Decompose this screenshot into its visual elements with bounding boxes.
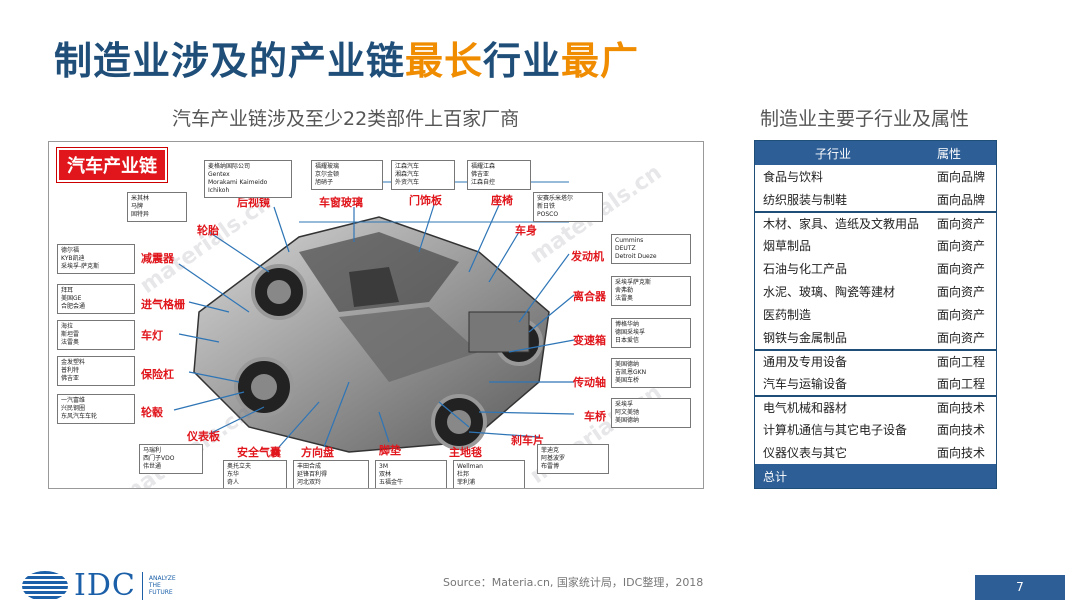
part-label: 保险杠 bbox=[141, 368, 174, 381]
diagram-subtitle: 汽车产业链涉及至少22类部件上百家厂商 bbox=[172, 108, 520, 130]
supplier-list: 江森汽车湘森汽车外资汽车 bbox=[391, 160, 455, 190]
part-label: 仪表板 bbox=[187, 430, 220, 443]
part-label: 脚垫 bbox=[379, 444, 401, 457]
page-number: 7 bbox=[975, 575, 1065, 600]
part-label: 车身 bbox=[515, 224, 537, 237]
table-row: 纺织服装与制鞋面向品牌 bbox=[763, 193, 986, 207]
car-cutaway-illustration bbox=[173, 181, 575, 453]
supplier-list: 一汽富维兴民钢圈东风汽车车轮 bbox=[57, 394, 135, 424]
idc-logo: IDC ANALYZE THE FUTURE bbox=[22, 568, 193, 603]
supplier-list: 丰田合成延锋百利得河北双羚 bbox=[293, 460, 369, 488]
supplier-list: 菲迪克阿基波罗布雷博 bbox=[537, 444, 609, 474]
part-label: 发动机 bbox=[571, 250, 604, 263]
table-row: 水泥、玻璃、陶瓷等建材面向资产 bbox=[763, 285, 986, 299]
table-row: 通用及专用设备面向工程 bbox=[755, 349, 996, 372]
diagram-badge: 汽车产业链 bbox=[57, 148, 167, 182]
table-row: 医药制造面向资产 bbox=[763, 308, 986, 322]
column-header: 子行业 bbox=[815, 146, 852, 161]
part-label: 轮毂 bbox=[141, 406, 163, 419]
supplier-list: 采埃孚萨克斯舍弗勒法雷奥 bbox=[611, 276, 691, 306]
part-label: 车窗玻璃 bbox=[319, 196, 363, 209]
supplier-list: 奥托立夫东华奇人 bbox=[223, 460, 287, 488]
part-label: 减震器 bbox=[141, 252, 174, 265]
part-label: 座椅 bbox=[491, 194, 513, 207]
table-header: 子行业 属性 bbox=[755, 141, 996, 165]
part-label: 车桥 bbox=[584, 410, 606, 423]
table-row: 木材、家具、造纸及文教用品面向资产 bbox=[755, 211, 996, 234]
logo-tagline: ANALYZE THE FUTURE bbox=[148, 575, 176, 596]
supplier-list: 金发塑料普利特佛吉亚 bbox=[57, 356, 135, 386]
table-row: 食品与饮料面向品牌 bbox=[763, 170, 986, 184]
part-label: 后视镜 bbox=[237, 196, 270, 209]
globe-icon bbox=[22, 570, 68, 601]
table-row: 石油与化工产品面向资产 bbox=[763, 262, 986, 276]
part-label: 进气格栅 bbox=[141, 298, 185, 311]
part-label: 方向盘 bbox=[301, 446, 334, 459]
page-title: 制造业涉及的产业链最长行业最广 bbox=[54, 39, 640, 83]
supplier-list: 米其林马牌固特异 bbox=[127, 192, 187, 222]
supplier-list: 福耀玻璃京尔金顿旭硝子 bbox=[311, 160, 383, 190]
supplier-list: 采埃孚阿文美驰美国德纳 bbox=[611, 398, 691, 428]
table-row: 计算机通信与其它电子设备面向技术 bbox=[763, 423, 986, 437]
table-row: 汽车与运输设备面向工程 bbox=[763, 377, 986, 391]
table-row: 钢铁与金属制品面向资产 bbox=[763, 331, 986, 345]
source-note: Source：Materia.cn, 国家统计局，IDC整理，2018 bbox=[443, 576, 704, 589]
column-header: 属性 bbox=[937, 146, 962, 161]
part-label: 车灯 bbox=[141, 329, 163, 342]
supplier-list: 福耀江森佛吉亚江森自控 bbox=[467, 160, 531, 190]
table-row: 电气机械和器材面向技术 bbox=[755, 395, 996, 418]
supplier-list: 博格华纳德国采埃孚日本爱信 bbox=[611, 318, 691, 348]
part-label: 刹车片 bbox=[511, 434, 544, 447]
part-label: 主地毯 bbox=[449, 446, 482, 459]
auto-industry-chain-diagram: materials.cn materials.cn materials.cn m… bbox=[48, 141, 704, 489]
subindustry-table: 子行业 属性 食品与饮料面向品牌 纺织服装与制鞋面向品牌 木材、家具、造纸及文教… bbox=[754, 140, 997, 489]
part-label: 轮胎 bbox=[197, 224, 219, 237]
supplier-list: 海拉斯坦雷法雷奥 bbox=[57, 320, 135, 350]
table-footer: 总计 bbox=[755, 464, 996, 488]
table-subtitle: 制造业主要子行业及属性 bbox=[760, 108, 970, 130]
table-row: 烟草制品面向资产 bbox=[763, 239, 986, 253]
part-label: 传动轴 bbox=[573, 376, 606, 389]
part-label: 离合器 bbox=[573, 290, 606, 303]
part-label: 安全气囊 bbox=[237, 446, 281, 459]
part-label: 门饰板 bbox=[409, 194, 442, 207]
table-row: 仪器仪表与其它面向技术 bbox=[763, 446, 986, 460]
part-label: 变速箱 bbox=[573, 334, 606, 347]
